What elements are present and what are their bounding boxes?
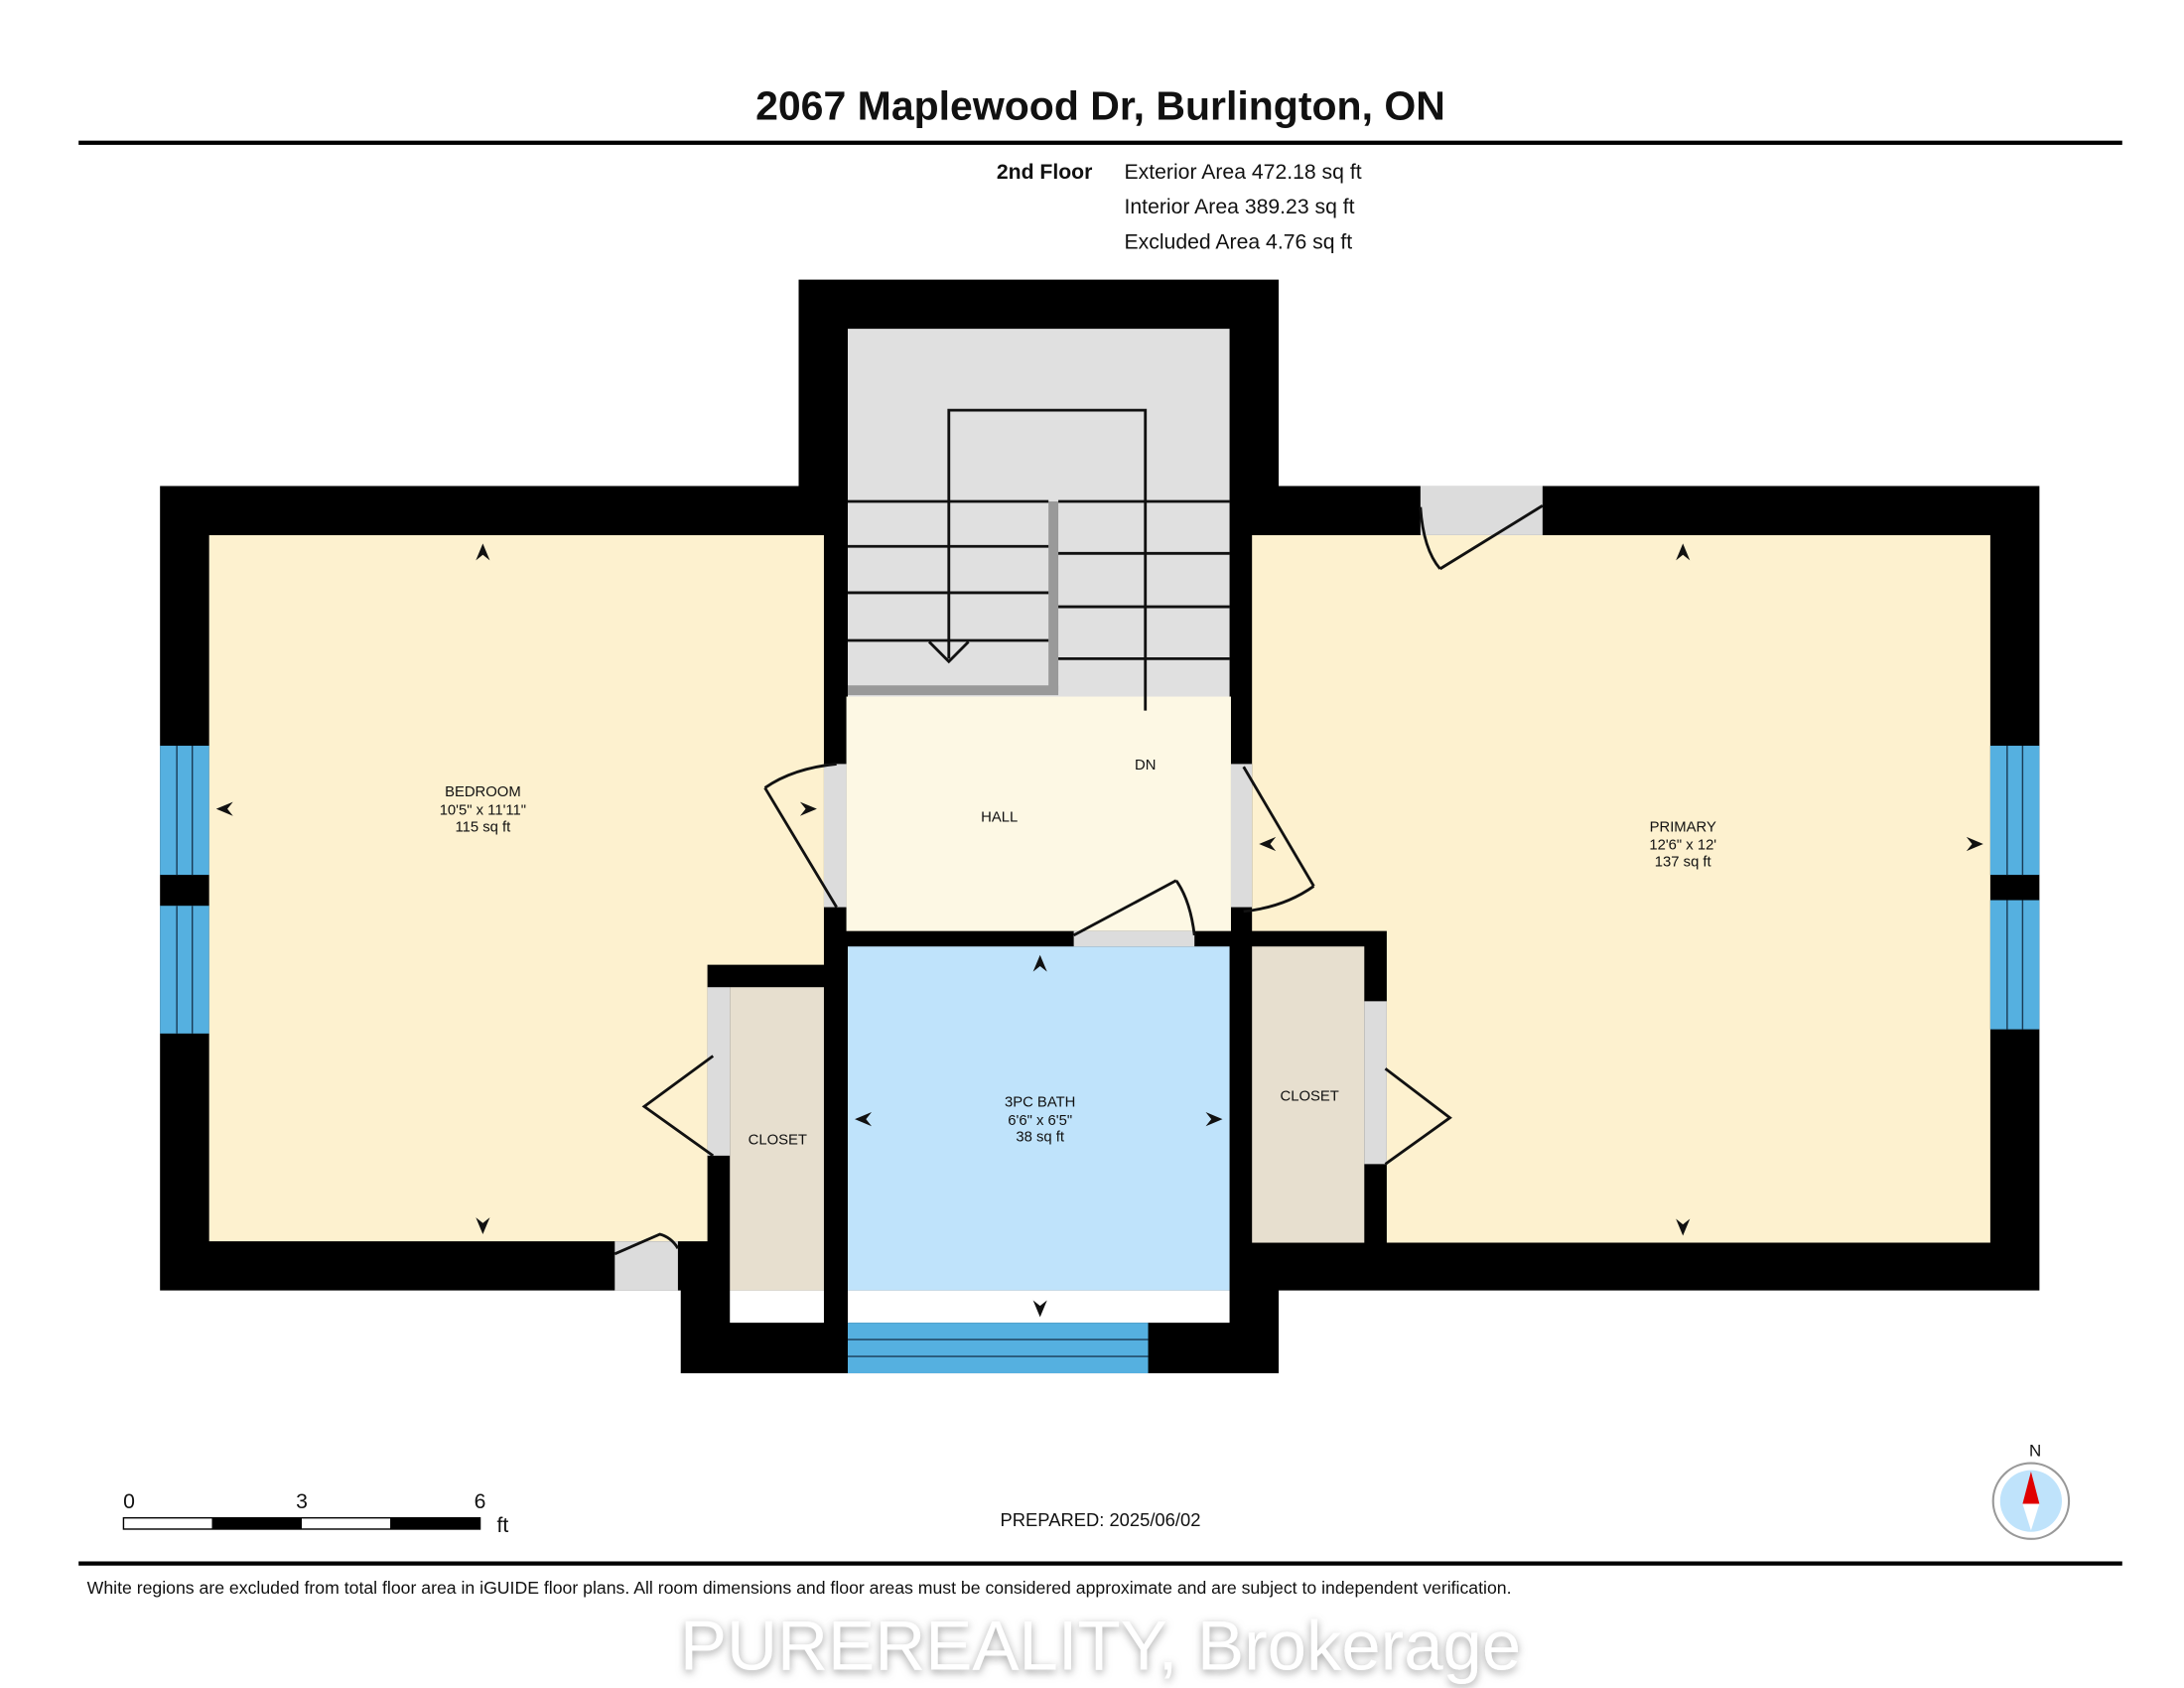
closet-left-label: CLOSET <box>749 1133 807 1149</box>
stairs <box>847 329 1230 711</box>
svg-text:0: 0 <box>123 1490 135 1513</box>
header-rule <box>78 140 2122 145</box>
bedroom-label: BEDROOM 10'5" x 11'11" 115 sq ft <box>440 784 526 835</box>
stair-direction-arrow-icon <box>927 640 970 664</box>
svg-text:BEDROOM: BEDROOM <box>445 784 521 800</box>
svg-text:PRIMARY: PRIMARY <box>1650 819 1716 835</box>
floor-label: 2nd Floor <box>997 161 1093 184</box>
disclaimer: White regions are excluded from total fl… <box>87 1578 1512 1598</box>
bath-label: 3PC BATH 6'6" x 6'5" 38 sq ft <box>1005 1094 1075 1145</box>
closet-right-label: CLOSET <box>1280 1089 1338 1105</box>
svg-text:6'6" x 6'5": 6'6" x 6'5" <box>1008 1113 1072 1129</box>
svg-text:3PC BATH: 3PC BATH <box>1005 1094 1075 1110</box>
prepared-date: PREPARED: 2025/06/02 <box>1001 1509 1201 1530</box>
footer-rule <box>78 1561 2122 1566</box>
compass-icon: N <box>1991 1441 2071 1540</box>
primary-room <box>1252 534 1990 1243</box>
bath-room <box>847 946 1230 1291</box>
svg-text:ft: ft <box>497 1514 509 1537</box>
bedroom-room <box>208 534 824 1242</box>
svg-text:115 sq ft: 115 sq ft <box>455 819 511 835</box>
watermark: PUREREALITY, Brokerage <box>680 1606 1521 1684</box>
svg-text:N: N <box>2029 1441 2041 1460</box>
svg-text:38 sq ft: 38 sq ft <box>1016 1130 1065 1146</box>
hall-room <box>846 696 1231 931</box>
door-swings <box>614 504 1544 1256</box>
staircase <box>847 408 1230 711</box>
closet-right <box>1252 946 1365 1243</box>
svg-text:12'6" x 12': 12'6" x 12' <box>1649 838 1716 854</box>
svg-text:3: 3 <box>296 1490 308 1513</box>
windows <box>160 746 2040 1374</box>
svg-text:6: 6 <box>475 1490 486 1513</box>
hall-label: HALL <box>981 809 1018 825</box>
primary-label: PRIMARY 12'6" x 12' 137 sq ft <box>1649 819 1716 870</box>
excluded-region <box>730 1290 824 1324</box>
exterior-area: Exterior Area 472.18 sq ft <box>1125 161 1362 184</box>
excluded-area: Excluded Area 4.76 sq ft <box>1125 231 1353 254</box>
interior-area: Interior Area 389.23 sq ft <box>1125 196 1355 218</box>
stairs-down-label: DN <box>1135 758 1156 774</box>
closet-left <box>730 987 824 1291</box>
scale-bar: 0 3 6 ft <box>122 1490 509 1537</box>
svg-text:137 sq ft: 137 sq ft <box>1655 855 1712 871</box>
page-title: 2067 Maplewood Dr, Burlington, ON <box>755 82 1445 128</box>
svg-text:10'5" x 11'11": 10'5" x 11'11" <box>440 802 526 818</box>
